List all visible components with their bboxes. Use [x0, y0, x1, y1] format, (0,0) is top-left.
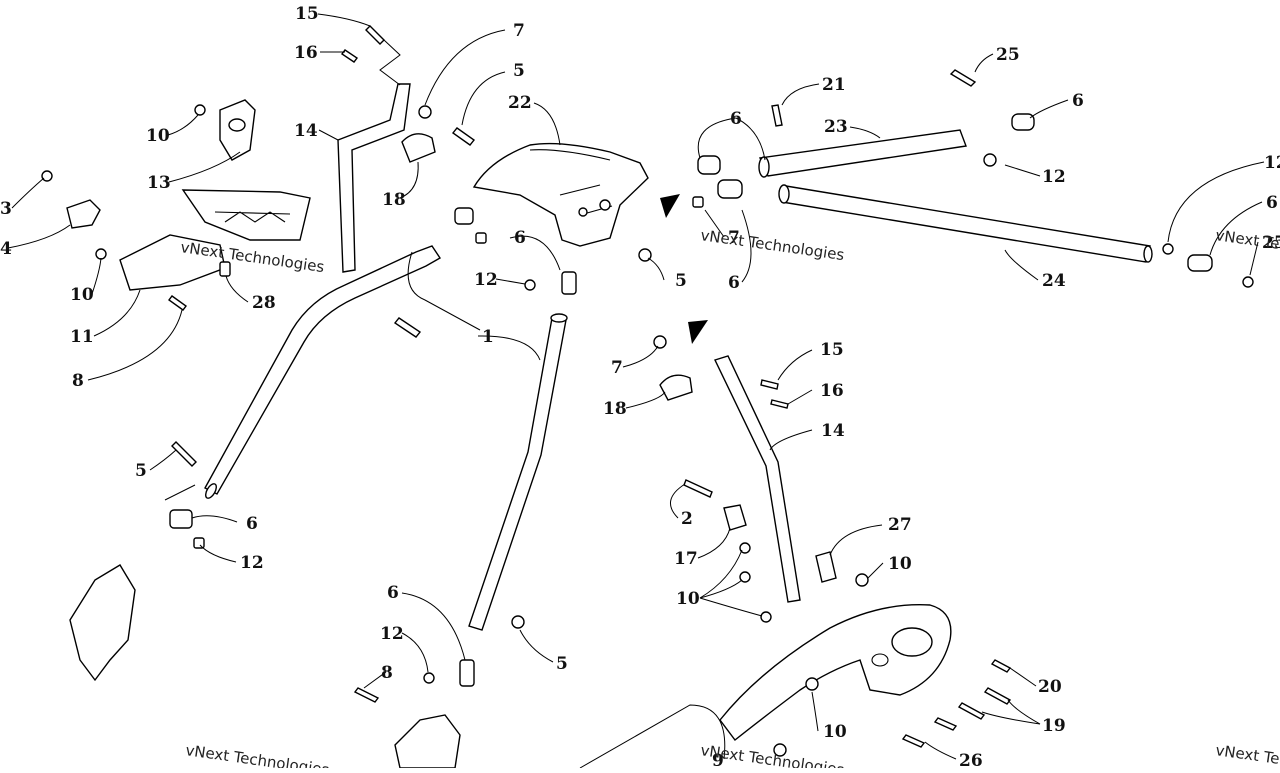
callout-14: 14 [821, 421, 845, 441]
part-22-housing [472, 142, 649, 247]
callout-7: 7 [513, 21, 525, 41]
part-6-caps [169, 113, 1213, 687]
callout-5: 5 [556, 654, 568, 674]
callout-5: 5 [513, 61, 525, 81]
callout-14: 14 [294, 121, 318, 141]
callout-24: 24 [1042, 271, 1066, 291]
callout-12: 12 [1264, 153, 1280, 173]
callout-2: 2 [681, 509, 693, 529]
callout-7: 7 [728, 228, 740, 248]
parts-17-27-clips [723, 504, 837, 583]
callout-21: 21 [822, 75, 846, 95]
callout-9: 9 [712, 751, 724, 768]
callout-25: 25 [1262, 233, 1280, 253]
callout-19: 19 [1042, 716, 1066, 736]
part-14-upper-bracket [337, 83, 411, 273]
arrow-markers [660, 194, 708, 344]
part-9-mount [719, 603, 952, 741]
watermark-text: vNext Technologies [699, 226, 845, 264]
callout-16: 16 [294, 43, 318, 63]
part-18-clamps [401, 133, 693, 401]
watermark-text: vNext Technologies [1214, 226, 1280, 264]
callout-23: 23 [824, 117, 848, 137]
callout-8: 8 [381, 663, 393, 683]
callout-6: 6 [730, 109, 742, 129]
callout-11: 11 [70, 327, 94, 347]
callout-20: 20 [1038, 677, 1062, 697]
callout-10: 10 [823, 722, 847, 742]
lower-center-mount [394, 714, 461, 769]
callout-10: 10 [676, 589, 700, 609]
callout-10: 10 [146, 126, 170, 146]
callout-16: 16 [820, 381, 844, 401]
watermarks: vNext Technologies vNext Technologies vN… [179, 226, 1280, 773]
parts-11-13-brackets [119, 99, 311, 291]
callout-27: 27 [888, 515, 912, 535]
callout-3: 3 [0, 199, 12, 219]
callout-17: 17 [674, 549, 698, 569]
callout-4: 4 [0, 239, 12, 259]
callout-6: 6 [246, 514, 258, 534]
callout-25: 25 [996, 45, 1020, 65]
watermark-text: vNext Technologies [184, 741, 330, 768]
center-tube [468, 313, 568, 631]
callout-7: 7 [611, 358, 623, 378]
callout-6: 6 [514, 228, 526, 248]
callout-26: 26 [959, 751, 983, 768]
callout-12: 12 [1042, 167, 1066, 187]
callout-12: 12 [474, 270, 498, 290]
fasteners [41, 25, 1254, 757]
callout-10: 10 [70, 285, 94, 305]
callout-8: 8 [72, 371, 84, 391]
callout-labels: 15 16 7 5 22 14 18 10 13 3 4 10 28 11 8 … [0, 4, 1280, 771]
leader-lines [7, 13, 1265, 769]
callout-12: 12 [380, 624, 404, 644]
callout-6: 6 [387, 583, 399, 603]
callout-6: 6 [1072, 91, 1084, 111]
callout-15: 15 [820, 340, 844, 360]
lower-left-mount [69, 564, 136, 682]
part-14-lower-bracket [714, 355, 801, 603]
callout-28: 28 [252, 293, 276, 313]
part-23-tube [758, 129, 967, 178]
callout-12: 12 [240, 553, 264, 573]
part-24-tube [778, 184, 1153, 263]
callout-10: 10 [888, 554, 912, 574]
callout-15: 15 [295, 4, 319, 24]
callout-6: 6 [1266, 193, 1278, 213]
part-4-clamp [66, 199, 101, 229]
callout-18: 18 [382, 190, 406, 210]
callout-1: 1 [482, 327, 494, 347]
callout-5: 5 [135, 461, 147, 481]
callout-22: 22 [508, 93, 532, 113]
watermark-text: vNext Technologies [1214, 741, 1280, 768]
part-1-tube [204, 245, 441, 499]
callout-5: 5 [675, 271, 687, 291]
callout-6: 6 [728, 273, 740, 293]
callout-18: 18 [603, 399, 627, 419]
callout-13: 13 [147, 173, 171, 193]
